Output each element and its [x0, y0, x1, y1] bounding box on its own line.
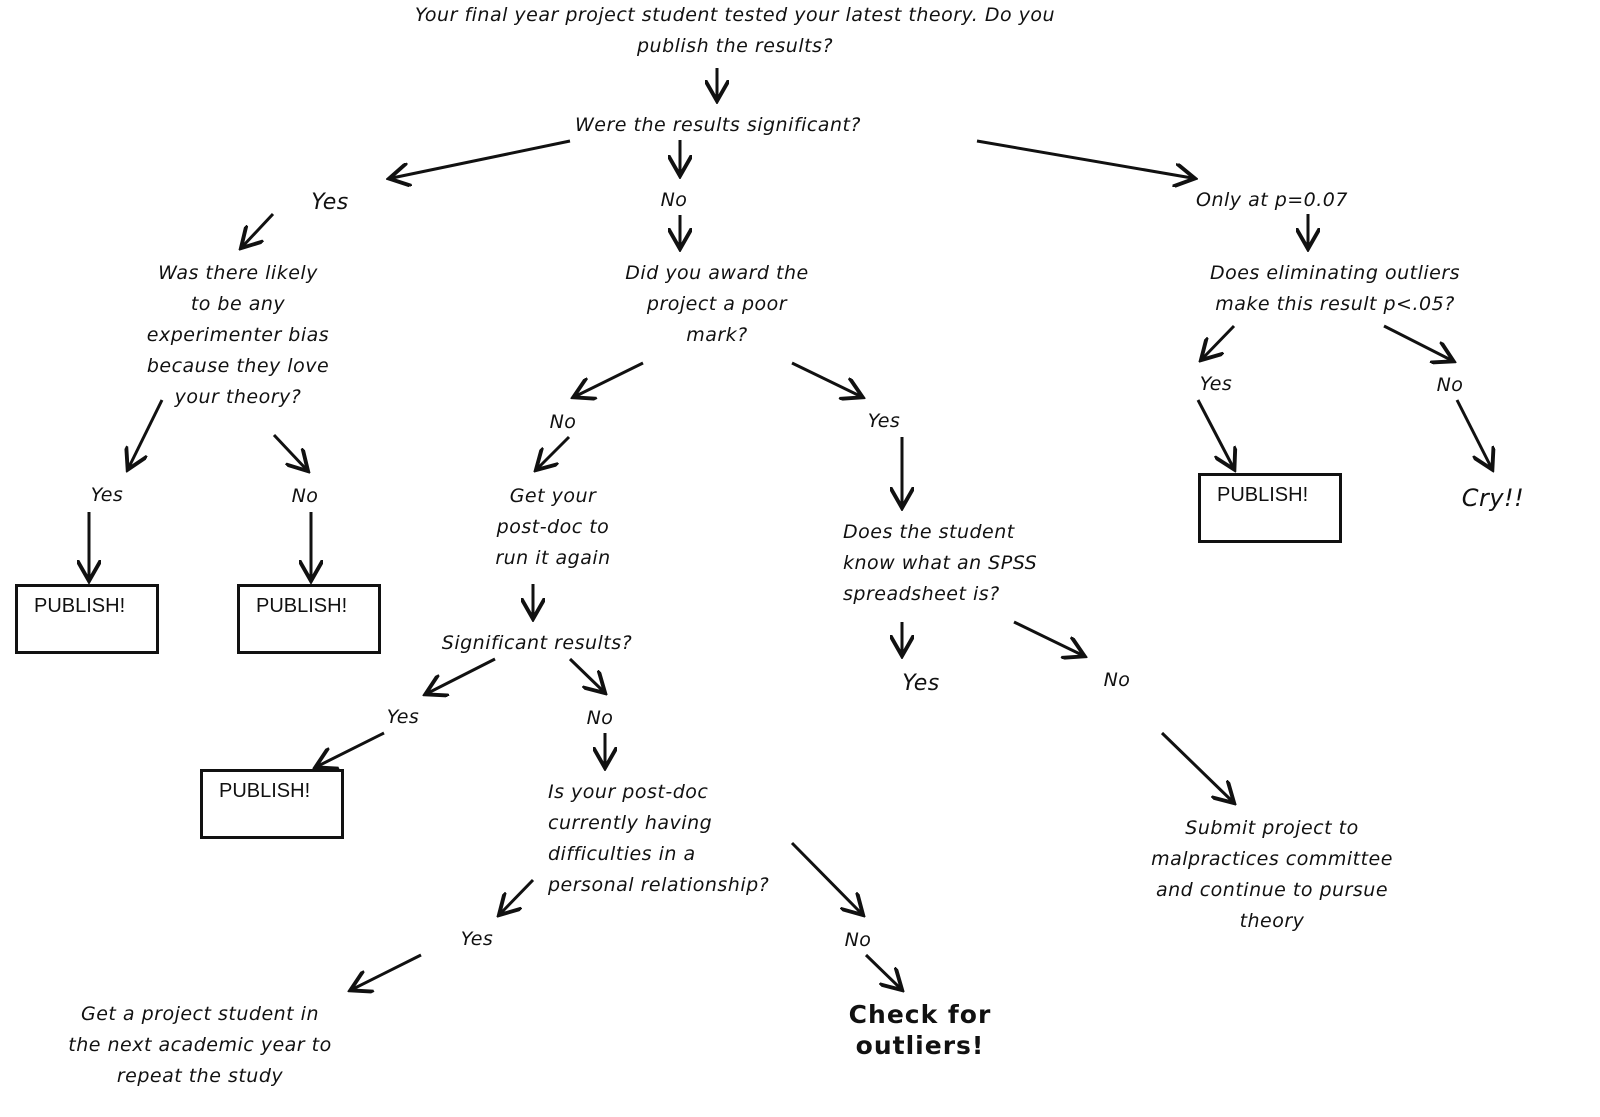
label-sig-yes: Yes [386, 706, 420, 728]
question-relationship: Is your post-doc currently having diffic… [548, 777, 769, 901]
outcome-next-student: Get a project student in the next academ… [68, 999, 331, 1092]
line: Get your [509, 485, 597, 507]
line: make this result p<.05? [1215, 293, 1455, 315]
label-mark-yes: Yes [867, 410, 901, 432]
outcome-malpractice: Submit project to malpractices committee… [1151, 813, 1393, 937]
line: know what an SPSS [843, 552, 1038, 574]
arrow [318, 731, 385, 766]
publish-box: PUBLISH! [15, 584, 159, 654]
line: difficulties in a [548, 843, 696, 865]
arrow [1160, 731, 1232, 801]
label-bias-no: No [291, 485, 319, 507]
line: spreadsheet is? [843, 583, 1000, 605]
line: because they love [146, 355, 330, 377]
publish-label: PUBLISH! [256, 595, 348, 617]
arrow [243, 212, 275, 246]
line: experimenter bias [146, 324, 330, 346]
line: currently having [548, 812, 713, 834]
line: outliers! [855, 1031, 985, 1060]
line: Is your post-doc [548, 781, 709, 803]
line: project a poor [646, 293, 788, 315]
label-rel-yes: Yes [460, 928, 494, 950]
arrow [576, 361, 644, 396]
line: the next academic year to [68, 1034, 332, 1056]
arrow [1196, 399, 1233, 467]
line: malpractices committee [1151, 848, 1393, 870]
line: Get a project student in [81, 1003, 319, 1025]
arrow [501, 878, 535, 913]
question-significant-results: Significant results? [441, 632, 633, 654]
arrow [272, 433, 306, 469]
title-line: publish the results? [636, 35, 834, 57]
publish-label: PUBLISH! [1217, 484, 1309, 506]
line: repeat the study [116, 1065, 284, 1087]
publish-box: PUBLISH! [237, 584, 381, 654]
line: post-doc to [496, 516, 610, 538]
line: Does eliminating outliers [1209, 262, 1461, 284]
label-bias-yes: Yes [90, 484, 124, 506]
arrow [1203, 324, 1236, 358]
line: Does the student [843, 521, 1015, 543]
question-significant: Were the results significant? [574, 114, 862, 136]
outcome-cry: Cry!! [1461, 484, 1525, 512]
arrow [568, 657, 603, 691]
publish-box: PUBLISH! [200, 769, 344, 839]
line: to be any [190, 293, 286, 315]
line: and continue to pursue [1155, 879, 1389, 901]
line: Did you award the [625, 262, 809, 284]
label-no: No [660, 189, 688, 211]
line: run it again [495, 547, 611, 569]
line: Was there likely [158, 262, 318, 284]
line: mark? [686, 324, 748, 346]
title: Your final year project student tested y… [415, 0, 1055, 62]
line: your theory? [174, 386, 302, 408]
label-only-p007: Only at p=0.07 [1196, 189, 1348, 211]
question-bias: Was there likely to be any experimenter … [147, 258, 329, 413]
arrow [790, 841, 861, 913]
arrow [864, 953, 900, 988]
arrow [1455, 399, 1491, 467]
arrow [538, 435, 571, 468]
arrow [129, 399, 164, 467]
arrow [428, 657, 496, 693]
arrow [791, 361, 860, 396]
line: Check for [848, 1000, 992, 1029]
label-yes: Yes [311, 190, 349, 215]
arrow [1383, 324, 1451, 360]
outcome-check-outliers: Check for outliers! [849, 999, 992, 1061]
publish-label: PUBLISH! [34, 595, 126, 617]
label-spss-yes: Yes [902, 671, 940, 696]
label-outliers-no: No [1436, 374, 1464, 396]
label-sig-no: No [586, 707, 614, 729]
question-spss: Does the student know what an SPSS sprea… [843, 517, 1037, 610]
line: Submit project to [1185, 817, 1359, 839]
title-line: Your final year project student tested y… [414, 4, 1056, 26]
postdoc-rerun: Get your post-doc to run it again [495, 481, 610, 574]
label-outliers-yes: Yes [1199, 373, 1233, 395]
question-outliers: Does eliminating outliers make this resu… [1210, 258, 1460, 320]
line: personal relationship? [548, 874, 770, 896]
arrow [976, 139, 1192, 178]
arrow [353, 953, 422, 989]
publish-box: PUBLISH! [1198, 473, 1342, 543]
label-spss-no: No [1103, 669, 1131, 691]
label-rel-no: No [844, 929, 872, 951]
arrow [392, 139, 571, 178]
line: theory [1239, 910, 1305, 932]
arrow [1013, 620, 1082, 655]
publish-label: PUBLISH! [219, 780, 311, 802]
label-mark-no: No [549, 411, 577, 433]
question-poor-mark: Did you award the project a poor mark? [625, 258, 808, 351]
